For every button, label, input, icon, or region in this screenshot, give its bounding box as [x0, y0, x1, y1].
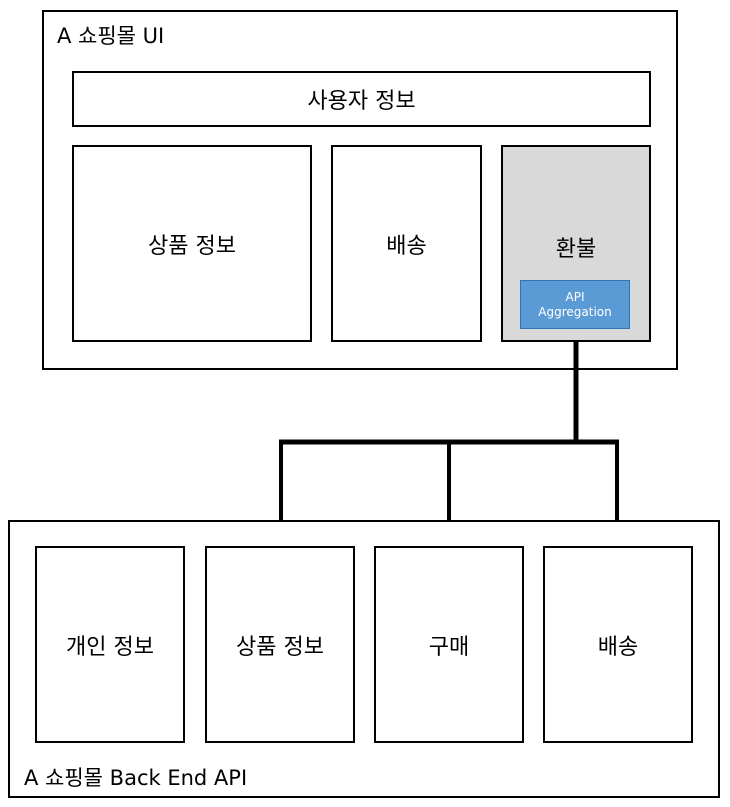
api-aggregation-box: API Aggregation — [520, 280, 630, 329]
backend-purchase-label: 구매 — [428, 634, 470, 660]
backend-purchase-box: 구매 — [374, 546, 524, 743]
ui-frame-title: A 쇼핑몰 UI — [57, 24, 165, 48]
backend-delivery-box: 배송 — [543, 546, 693, 743]
api-aggregation-label-line1: API — [565, 289, 585, 304]
backend-delivery-label: 배송 — [597, 634, 639, 660]
api-aggregation-label-line2: Aggregation — [538, 304, 612, 319]
backend-personal-info-box: 개인 정보 — [35, 546, 185, 743]
backend-frame-title: A 쇼핑몰 Back End API — [24, 766, 248, 790]
ui-delivery-label: 배송 — [386, 233, 427, 259]
backend-product-info-box: 상품 정보 — [205, 546, 355, 743]
ui-product-info-box: 상품 정보 — [72, 145, 312, 342]
backend-product-info-label: 상품 정보 — [236, 634, 324, 660]
backend-personal-info-label: 개인 정보 — [66, 634, 154, 660]
ui-product-info-label: 상품 정보 — [148, 233, 236, 259]
ui-delivery-box: 배송 — [331, 145, 482, 342]
user-info-box: 사용자 정보 — [72, 71, 651, 127]
user-info-label: 사용자 정보 — [307, 89, 416, 114]
refund-label: 환불 — [555, 237, 597, 262]
